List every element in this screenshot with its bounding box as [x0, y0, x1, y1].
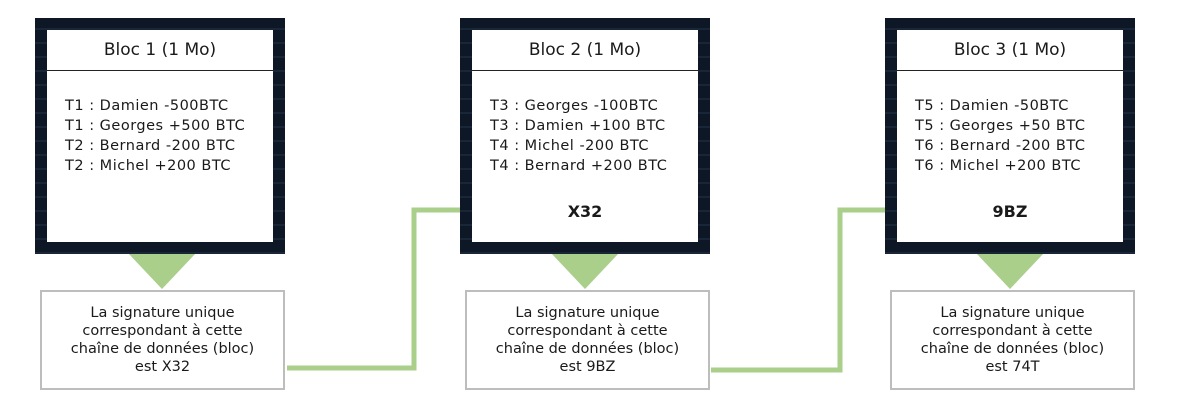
block-2-previous-hash: X32 [567, 202, 603, 221]
transaction-line: T6 : Michel +200 BTC [915, 158, 1081, 174]
block-2: Bloc 2 (1 Mo) T3 : Georges -100BTC T3 : … [460, 18, 710, 254]
block-2-card: Bloc 2 (1 Mo) T3 : Georges -100BTC T3 : … [472, 30, 698, 242]
block-3-title: Bloc 3 (1 Mo) [897, 30, 1123, 71]
transaction-line: T4 : Michel -200 BTC [490, 138, 650, 154]
block-2-transactions: T3 : Georges -100BTC T3 : Damien +100 BT… [490, 96, 692, 176]
signature-box-2: La signature unique correspondant à cett… [465, 290, 710, 390]
signature-text-3: La signature unique correspondant à cett… [920, 305, 1105, 375]
block-1: Bloc 1 (1 Mo) T1 : Damien -500BTC T1 : G… [35, 18, 285, 254]
block-2-title: Bloc 2 (1 Mo) [472, 30, 698, 71]
block-3-previous-hash: 9BZ [992, 202, 1028, 221]
transaction-line: T4 : Bernard +200 BTC [490, 158, 668, 174]
block-1-transactions: T1 : Damien -500BTC T1 : Georges +500 BT… [65, 96, 267, 176]
transaction-line: T5 : Georges +50 BTC [915, 118, 1086, 134]
signature-text-2: La signature unique correspondant à cett… [495, 305, 680, 375]
transaction-line: T5 : Damien -50BTC [915, 98, 1069, 114]
chain-connector-2 [711, 207, 935, 373]
transaction-line: T2 : Michel +200 BTC [65, 158, 231, 174]
signature-text-1: La signature unique correspondant à cett… [70, 305, 255, 375]
down-arrow-2 [551, 229, 619, 289]
signature-box-1: La signature unique correspondant à cett… [40, 290, 285, 390]
signature-box-3: La signature unique correspondant à cett… [890, 290, 1135, 390]
transaction-line: T3 : Damien +100 BTC [490, 118, 666, 134]
transaction-line: T3 : Georges -100BTC [490, 98, 659, 114]
block-3-card: Bloc 3 (1 Mo) T5 : Damien -50BTC T5 : Ge… [897, 30, 1123, 242]
transaction-line: T1 : Damien -500BTC [65, 98, 229, 114]
transaction-line: T1 : Georges +500 BTC [65, 118, 246, 134]
block-1-card: Bloc 1 (1 Mo) T1 : Damien -500BTC T1 : G… [47, 30, 273, 242]
block-3: Bloc 3 (1 Mo) T5 : Damien -50BTC T5 : Ge… [885, 18, 1135, 254]
down-arrow-3 [976, 229, 1044, 289]
transaction-line: T2 : Bernard -200 BTC [65, 138, 236, 154]
down-arrow-1 [128, 229, 196, 289]
block-1-title: Bloc 1 (1 Mo) [47, 30, 273, 71]
block-3-transactions: T5 : Damien -50BTC T5 : Georges +50 BTC … [915, 96, 1117, 176]
chain-connector-1 [287, 207, 512, 371]
transaction-line: T6 : Bernard -200 BTC [915, 138, 1086, 154]
